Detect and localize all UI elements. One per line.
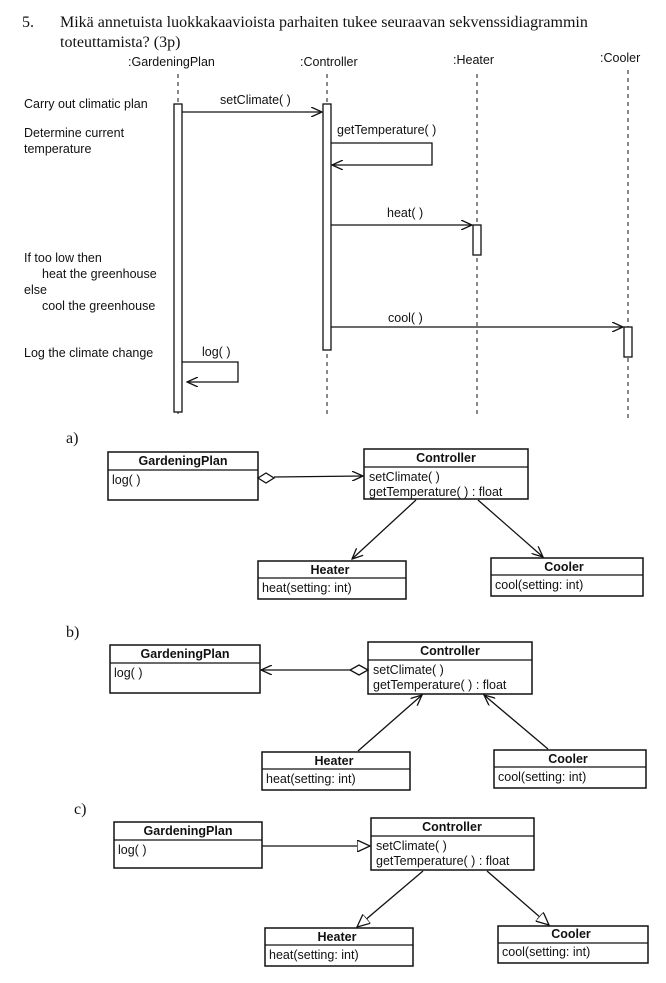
class-name-gardeningplan-c: GardeningPlan	[144, 824, 233, 838]
class-name-controller-b: Controller	[420, 644, 480, 658]
class-op-log-c: log( )	[118, 843, 146, 857]
generalization-controller-heater-c	[357, 870, 424, 927]
option-a-class-diagram: a) GardeningPlan log( ) Controller setCl…	[66, 430, 644, 600]
question-number: 5.	[22, 14, 34, 31]
note-else: else	[24, 283, 47, 297]
lifeline-label-gardeningplan: :GardeningPlan	[128, 55, 215, 69]
class-op-gettemperature-b: getTemperature( ) : float	[373, 678, 507, 692]
note-if-low: If too low then	[24, 251, 102, 265]
note-determine-1: Determine current	[24, 126, 125, 140]
sequence-diagram: :GardeningPlan :Controller :Heater :Cool…	[24, 51, 640, 418]
lifeline-label-controller: :Controller	[300, 55, 358, 69]
class-op-gettemperature-c: getTemperature( ) : float	[376, 854, 510, 868]
question-text-line2: toteuttamista? (3p)	[60, 34, 180, 51]
lifeline-label-heater: :Heater	[453, 53, 494, 67]
class-gardeningplan-a	[107, 451, 259, 501]
option-c-label: c)	[74, 801, 86, 818]
association-controller-heater-a	[352, 499, 417, 559]
message-setclimate-label: setClimate( )	[220, 93, 291, 107]
class-op-heat-c: heat(setting: int)	[269, 948, 359, 962]
generalization-controller-cooler-c	[486, 870, 549, 925]
class-name-heater-b: Heater	[315, 754, 354, 768]
note-carry-out: Carry out climatic plan	[24, 97, 148, 111]
note-determine-2: temperature	[24, 142, 91, 156]
class-heater-a	[257, 560, 407, 600]
activation-controller	[322, 103, 332, 351]
class-name-cooler-c: Cooler	[551, 927, 591, 941]
activation-cooler	[623, 326, 633, 358]
class-op-setclimate-c: setClimate( )	[376, 839, 447, 853]
class-name-controller-a: Controller	[416, 451, 476, 465]
activation-gardeningplan	[173, 103, 183, 413]
option-b-class-diagram: b) GardeningPlan log( ) Controller setCl…	[66, 624, 647, 791]
association-cooler-controller-b	[484, 695, 549, 750]
aggregation-diamond-a	[256, 472, 276, 484]
class-op-cool-a: cool(setting: int)	[495, 578, 583, 592]
class-heater-b	[261, 751, 411, 791]
activation-heater	[472, 224, 482, 256]
class-name-gardeningplan-a: GardeningPlan	[139, 454, 228, 468]
class-op-log-a: log( )	[112, 473, 140, 487]
message-log-label: log( )	[202, 345, 230, 359]
message-heat-label: heat( )	[387, 206, 423, 220]
message-gettemperature-arrow	[331, 142, 433, 165]
note-log-change: Log the climate change	[24, 346, 153, 360]
note-heat-greenhouse: heat the greenhouse	[42, 267, 157, 281]
class-cooler-a	[490, 557, 644, 597]
class-cooler-b	[493, 749, 647, 789]
class-name-gardeningplan-b: GardeningPlan	[141, 647, 230, 661]
option-a-label: a)	[66, 430, 78, 447]
option-b-label: b)	[66, 624, 79, 641]
class-cooler-c	[497, 925, 649, 964]
class-op-heat-b: heat(setting: int)	[266, 772, 356, 786]
class-op-log-b: log( )	[114, 666, 142, 680]
option-c-class-diagram: c) GardeningPlan log( ) Controller setCl…	[74, 801, 649, 967]
class-controller-c	[370, 817, 535, 871]
message-gettemperature-label: getTemperature( )	[337, 123, 436, 137]
class-controller-b	[367, 641, 533, 695]
aggregation-diamond-b	[348, 664, 370, 676]
association-heater-controller-b	[357, 695, 422, 752]
class-op-cool-b: cool(setting: int)	[498, 770, 586, 784]
question-text-line1: Mikä annetuista luokkakaavioista parhait…	[60, 14, 588, 31]
class-name-heater-a: Heater	[311, 563, 350, 577]
class-heater-c	[264, 927, 414, 967]
message-cool-label: cool( )	[388, 311, 423, 325]
class-gardeningplan-c	[113, 821, 263, 869]
class-op-heat-a: heat(setting: int)	[262, 581, 352, 595]
class-controller-a	[363, 448, 529, 500]
class-name-cooler-b: Cooler	[548, 752, 588, 766]
class-name-cooler-a: Cooler	[544, 560, 584, 574]
association-controller-cooler-a	[477, 499, 543, 557]
class-name-heater-c: Heater	[318, 930, 357, 944]
class-name-controller-c: Controller	[422, 820, 482, 834]
association-gardeningplan-controller-a	[273, 476, 363, 477]
class-op-cool-c: cool(setting: int)	[502, 945, 590, 959]
class-op-gettemperature-a: getTemperature( ) : float	[369, 485, 503, 499]
lifeline-label-cooler: :Cooler	[600, 51, 640, 65]
class-op-setclimate-a: setClimate( )	[369, 470, 440, 484]
note-cool-greenhouse: cool the greenhouse	[42, 299, 155, 313]
message-log-arrow	[182, 361, 239, 382]
class-op-setclimate-b: setClimate( )	[373, 663, 444, 677]
